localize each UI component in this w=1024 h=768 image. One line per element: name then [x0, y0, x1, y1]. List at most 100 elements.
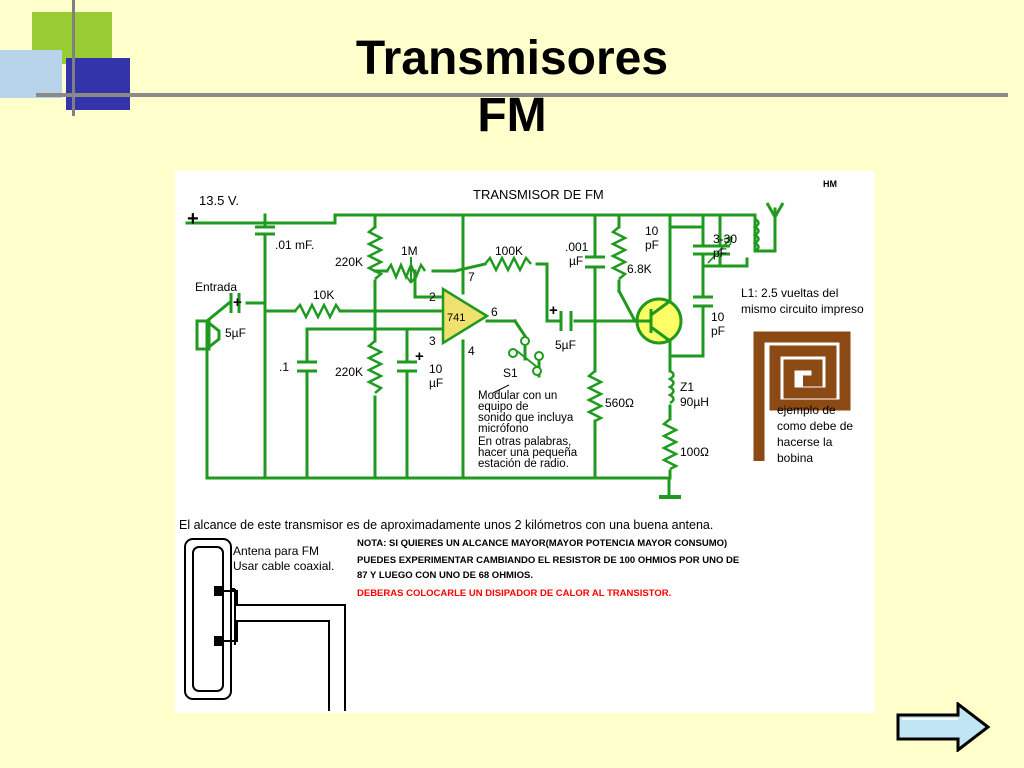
range-text: El alcance de este transmisor es de apro…: [179, 518, 713, 532]
decor-vertical-line: [72, 0, 75, 116]
antenna-icon: [765, 202, 785, 221]
trimmer-unit: pF: [713, 246, 727, 260]
switch-note-line-5: En otras palabras,: [478, 436, 571, 448]
resistor-220k-bottom: [366, 340, 384, 394]
capacitor-001: [585, 255, 605, 269]
switch-s1-label: S1: [503, 366, 518, 380]
opamp-pin-4: 4: [468, 344, 475, 358]
opamp-pin-3: 3: [429, 334, 436, 348]
switch-s1-icon: [508, 336, 544, 376]
note-line-3: 87 Y LUEGO CON UNO DE 68 OHMIOS.: [357, 570, 533, 581]
resistor-68k: [610, 226, 628, 280]
coil-example-spiral-icon: [752, 329, 851, 461]
next-slide-button[interactable]: [896, 700, 996, 754]
opamp-pin-7: 7: [468, 270, 475, 284]
decor-blue-square: [66, 58, 130, 110]
resistor-220k-bottom-label: 220K: [335, 365, 363, 379]
slide-title: Transmisores FM: [256, 30, 768, 144]
opamp-label: 741: [447, 312, 465, 324]
switch-note-line-7: estación de radio.: [478, 458, 569, 470]
resistor-10k: [294, 302, 342, 320]
coil-example-note: ejemplo de como debe de hacerse la bobin…: [777, 403, 853, 465]
resistor-68k-label: 6.8K: [627, 262, 652, 276]
capacitor-10uf-value: 10: [429, 362, 443, 376]
antenna-note-line-1: Antena para FM: [233, 544, 319, 558]
coil-example-line-4: bobina: [777, 451, 813, 465]
trimmer-arrow-icon: [707, 236, 733, 264]
switch-note-pointer: [492, 384, 510, 394]
capacitor-10uf: [397, 360, 417, 373]
capacitor-10pf-bottom: [693, 295, 713, 308]
circuit-figure: + 13.5 V. TRANSMISOR DE FM HM .01 mF. En…: [175, 171, 875, 713]
opamp-741: [441, 286, 490, 346]
resistor-560: [586, 370, 604, 423]
capacitor-10pf-top-unit: pF: [645, 238, 659, 252]
choke-z1-value: 90µH: [680, 395, 709, 409]
note-block: NOTA: SI QUIERES UN ALCANCE MAYOR(MAYOR …: [357, 538, 739, 581]
potentiometer-1m-label: 1M: [401, 244, 418, 258]
resistor-100k-label: 100K: [495, 244, 523, 258]
fm-antenna-drawing-icon: [184, 538, 346, 711]
coil-note-line-2: mismo circuito impreso: [741, 302, 864, 316]
capacitor-output-label: 5µF: [555, 338, 576, 352]
author-tag: HM: [823, 179, 837, 189]
choke-z1-icon: [667, 369, 675, 405]
warning-text: DEBERAS COLOCARLE UN DISIPADOR DE CALOR …: [357, 588, 671, 599]
capacitor-input: [229, 293, 241, 313]
note-line-2: PUEDES EXPERIMENTAR CAMBIANDO EL RESISTO…: [357, 555, 739, 566]
capacitor-10pf-top-value: 10: [645, 224, 659, 238]
circuit-wires: [185, 207, 777, 496]
switch-note-line-1: Modular con un: [478, 390, 557, 402]
capacitor-output: [559, 311, 573, 331]
switch-note-line-3: sonido que incluya: [478, 412, 574, 424]
opamp-pin-2: 2: [429, 290, 436, 304]
resistor-100: [661, 418, 679, 471]
resistor-220k-top: [366, 226, 384, 280]
resistor-100k: [484, 255, 532, 273]
capacitor-point1-label: .1: [279, 360, 289, 374]
capacitor-10uf-unit: µF: [429, 376, 443, 390]
input-jack-icon: [195, 319, 221, 351]
title-line-1: Transmisores: [355, 32, 669, 85]
capacitor-10uf-plus: +: [415, 348, 424, 365]
input-label: Entrada: [195, 280, 237, 294]
circuit-diagram: + 13.5 V. TRANSMISOR DE FM HM .01 mF. En…: [179, 179, 864, 711]
capacitor-10pf-bottom-value: 10: [711, 310, 725, 324]
switch-note: Modular con un equipo de sonido que incl…: [478, 390, 578, 470]
capacitor-10pf-bottom-unit: pF: [711, 324, 725, 338]
coil-note-line-1: L1: 2.5 vueltas del: [741, 286, 838, 300]
trimmer-value: 3-30: [713, 232, 737, 246]
decor-light-blue-square: [0, 50, 62, 98]
potentiometer-1m: [385, 261, 427, 281]
supply-plus-sign: +: [187, 208, 199, 230]
choke-z1-label: Z1: [680, 380, 694, 394]
coil-example-line-3: hacerse la: [777, 435, 833, 449]
title-line-2: FM: [477, 89, 547, 142]
antenna-note-line-2: Usar cable coaxial.: [233, 559, 334, 573]
switch-note-line-2: equipo de: [478, 401, 529, 413]
capacitor-01mf: [255, 225, 275, 236]
capacitor-output-plus: +: [549, 302, 558, 319]
decor-horizontal-line: [36, 93, 1008, 97]
capacitor-point1: [297, 360, 317, 373]
input-cap-plus: +: [233, 294, 242, 311]
capacitor-001-value: .001: [565, 240, 589, 254]
resistor-10k-label: 10K: [313, 288, 334, 302]
potentiometer-wiper-icon: [406, 257, 416, 284]
note-line-1: NOTA: SI QUIERES UN ALCANCE MAYOR(MAYOR …: [357, 538, 727, 549]
resistor-560-label: 560Ω: [605, 396, 634, 410]
coil-l1-icon: [752, 217, 760, 253]
coil-example-line-2: como debe de: [777, 419, 853, 433]
switch-note-line-6: hacer una pequeña: [478, 447, 578, 459]
capacitor-01mf-label: .01 mF.: [275, 238, 314, 252]
resistor-100-label: 100Ω: [680, 445, 709, 459]
transistor-icon: [635, 297, 683, 345]
capacitor-10pf-top: [693, 244, 713, 256]
capacitor-input-label: 5µF: [225, 326, 246, 340]
trimmer-capacitor: [710, 244, 730, 256]
next-arrow-icon: [896, 700, 991, 754]
opamp-pin-6: 6: [491, 305, 498, 319]
switch-note-line-4: micrófono: [478, 423, 529, 435]
capacitor-001-unit: µF: [569, 254, 583, 268]
supply-voltage-label: 13.5 V.: [199, 193, 239, 208]
